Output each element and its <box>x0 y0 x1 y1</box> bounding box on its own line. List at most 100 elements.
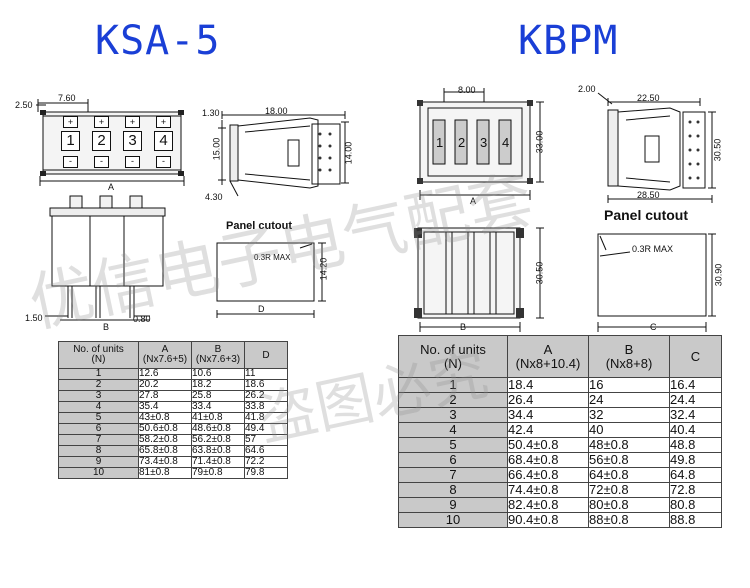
cell-b: 88±0.8 <box>588 512 670 528</box>
table-row: 10 81±0.8 79±0.8 79.8 <box>58 467 288 479</box>
table-row: 2 20.2 18.2 18.6 <box>58 379 288 391</box>
kbpm-digit-4: 4 <box>502 135 510 150</box>
cell-b: 72±0.8 <box>588 482 670 498</box>
ksa5-pitch-dim: 7.60 <box>58 93 76 103</box>
minus-icon: - <box>94 156 109 168</box>
plus-icon: + <box>63 116 78 128</box>
cell-n: 6 <box>398 452 508 468</box>
cell-b: 56±0.8 <box>588 452 670 468</box>
ksa5-pin-offset: 1.50 <box>25 313 43 323</box>
cell-b: 79±0.8 <box>191 467 245 479</box>
cell-c: 48.8 <box>669 437 722 453</box>
cell-a: 82.4±0.8 <box>507 497 589 513</box>
ksa5-side-top-offset: 1.30 <box>202 108 220 118</box>
kbpm-spec-table: No. of units(N) A(Nx8+10.4) B(Nx8+8) C 1… <box>398 335 722 528</box>
kbpm-digit-2: 2 <box>458 135 466 150</box>
kbpm-cutout-label: Panel cutout <box>604 207 689 223</box>
kbpm-side-length: 22.50 <box>637 93 660 103</box>
plus-icon: + <box>94 116 109 128</box>
ksa5-header-n: No. of units(N) <box>58 341 139 369</box>
ksa5-bottom-width: B <box>103 322 110 332</box>
kbpm-bottom-width: B <box>460 322 467 332</box>
cell-b: 48±0.8 <box>588 437 670 453</box>
ksa5-side-bottom-offset: 4.30 <box>205 192 223 202</box>
ksa5-header-a: A(Nx7.6+5) <box>138 341 192 369</box>
table-row: 8 74.4±0.8 72±0.8 72.8 <box>398 482 722 498</box>
ksa5-title: KSA-5 <box>95 18 221 64</box>
table-row: 5 43±0.8 41±0.8 41.8 <box>58 412 288 424</box>
kbpm-side-top-offset: 2.00 <box>578 84 596 94</box>
kbpm-pitch-dim: 8.00 <box>458 85 476 95</box>
cell-n: 4 <box>398 422 508 438</box>
table-row: 7 66.4±0.8 64±0.8 64.8 <box>398 467 722 483</box>
cell-a: 90.4±0.8 <box>507 512 589 528</box>
cell-c: 32.4 <box>669 407 722 423</box>
switch-digit: 4 <box>154 131 173 151</box>
kbpm-cutout-radius: 0.3R MAX <box>632 244 674 254</box>
table-row: 10 90.4±0.8 88±0.8 88.8 <box>398 512 722 528</box>
cell-a: 18.4 <box>507 377 589 393</box>
cell-n: 7 <box>398 467 508 483</box>
table-row: 6 50.6±0.8 48.6±0.8 49.4 <box>58 423 288 435</box>
table-row: 8 65.8±0.8 63.8±0.8 64.6 <box>58 445 288 457</box>
kbpm-cutout-height: 30.90 <box>713 263 724 287</box>
kbpm-front-width: A <box>470 196 477 206</box>
table-row: 6 68.4±0.8 56±0.8 49.8 <box>398 452 722 468</box>
ksa5-module-1: + 1 - <box>55 114 85 170</box>
switch-digit: 2 <box>92 131 111 151</box>
cell-c: 40.4 <box>669 422 722 438</box>
ksa5-side-length: 18.00 <box>265 106 288 116</box>
cell-a: 81±0.8 <box>138 467 192 479</box>
table-row: 1 18.4 16 16.4 <box>398 377 722 393</box>
kbpm-cutout-width: C <box>650 322 657 332</box>
ksa5-pin-gap: 0.80 <box>133 314 151 324</box>
kbpm-digit-3: 3 <box>480 135 488 150</box>
ksa5-module-4: + 4 - <box>148 114 178 170</box>
switch-digit: 1 <box>61 131 80 151</box>
cell-n: 10 <box>398 512 508 528</box>
table-row: 4 42.4 40 40.4 <box>398 422 722 438</box>
cell-c: 64.8 <box>669 467 722 483</box>
cell-c: 24.4 <box>669 392 722 408</box>
cell-n: 3 <box>58 390 139 402</box>
table-row: 9 82.4±0.8 80±0.8 80.8 <box>398 497 722 513</box>
table-row: 2 26.4 24 24.4 <box>398 392 722 408</box>
cell-a: 50.4±0.8 <box>507 437 589 453</box>
table-row: 3 27.8 25.8 26.2 <box>58 390 288 402</box>
cell-c: 88.8 <box>669 512 722 528</box>
ksa5-cutout-width: D <box>258 304 265 314</box>
cell-b: 80±0.8 <box>588 497 670 513</box>
kbpm-digit-1: 1 <box>436 135 444 150</box>
ksa5-cutout-radius: 0.3R MAX <box>254 253 291 262</box>
table-row: 5 50.4±0.8 48±0.8 48.8 <box>398 437 722 453</box>
ksa5-cutout-label: Panel cutout <box>226 220 293 232</box>
cell-n: 3 <box>398 407 508 423</box>
table-row: 1 12.6 10.6 11 <box>58 368 288 380</box>
plus-icon: + <box>156 116 171 128</box>
minus-icon: - <box>125 156 140 168</box>
cell-a: 26.4 <box>507 392 589 408</box>
ksa5-header-d: D <box>244 341 288 369</box>
table-row: 3 34.4 32 32.4 <box>398 407 722 423</box>
cell-b: 24 <box>588 392 670 408</box>
minus-icon: - <box>156 156 171 168</box>
cell-c: 16.4 <box>669 377 722 393</box>
kbpm-header-c: C <box>669 335 722 378</box>
cell-a: 66.4±0.8 <box>507 467 589 483</box>
ksa5-module-3: + 3 - <box>117 114 147 170</box>
ksa5-spec-table: No. of units(N) A(Nx7.6+5) B(Nx7.6+3) D … <box>58 341 288 479</box>
ksa5-module-2: + 2 - <box>86 114 116 170</box>
kbpm-header-b: B(Nx8+8) <box>588 335 670 378</box>
minus-icon: - <box>63 156 78 168</box>
cell-c: 72.8 <box>669 482 722 498</box>
kbpm-header-n: No. of units(N) <box>398 335 508 378</box>
ksa5-width-dim: A <box>108 182 115 192</box>
cell-c: 80.8 <box>669 497 722 513</box>
ksa5-header-b: B(Nx7.6+3) <box>191 341 245 369</box>
